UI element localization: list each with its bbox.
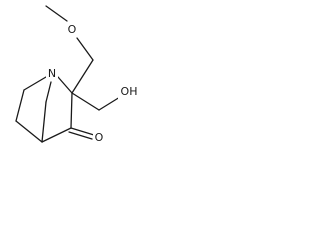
bond-c2-nitrogen <box>57 76 73 94</box>
bond-c2-carbonyl <box>70 92 73 129</box>
hydroxyl-group: OH <box>118 85 140 99</box>
atom-labels: N O OH O <box>46 23 140 145</box>
bond-carbonyl-oxygen-a <box>70 127 95 136</box>
bond-carbonyl-oxygen-b <box>68 131 93 140</box>
bond-c7-bridgehead <box>41 101 47 143</box>
bond-c5-bridgehead <box>15 120 43 143</box>
bond-methyl-ether-oxygen <box>45 5 68 22</box>
bond-ether-oxygen-methylene <box>76 37 94 61</box>
bond-nitrogen-c7 <box>45 81 52 103</box>
ether-oxygen-atom: O <box>66 23 78 37</box>
ether-oxygen-label: O <box>68 23 77 36</box>
ketone-oxygen-label: O <box>95 131 104 144</box>
nitrogen-atom: N <box>46 66 58 80</box>
bond-hydroxymethyl-oh <box>98 96 121 111</box>
bond-carbonyl-bridgehead <box>41 127 72 143</box>
ketone-oxygen-atom: O <box>93 131 105 145</box>
hydroxyl-label: OH <box>121 85 138 98</box>
bond-methylene-c2 <box>71 59 94 94</box>
bond-nitrogen-c6 <box>23 76 47 91</box>
nitrogen-label: N <box>48 67 56 80</box>
bond-c6-c5 <box>15 89 25 122</box>
bonds <box>15 5 121 143</box>
chemical-structure-diagram: N O OH O <box>15 5 140 145</box>
bond-c2-hydroxymethyl <box>71 92 100 111</box>
